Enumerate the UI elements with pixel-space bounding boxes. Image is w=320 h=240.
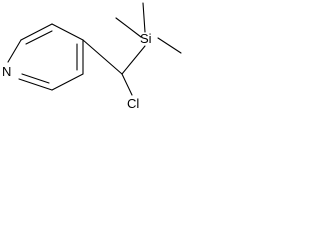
pyridine-ring xyxy=(7,23,84,91)
bond-si-methyl-left xyxy=(115,17,142,38)
chlorine-label: Cl xyxy=(127,96,139,111)
bond-c6-n xyxy=(18,78,53,91)
nitrogen-label: N xyxy=(2,64,11,79)
bond-ch-to-cl xyxy=(121,73,133,96)
structure-diagram: N Si Cl xyxy=(2,2,182,111)
double-bond-c2-c3 xyxy=(25,30,53,45)
silicon-label: Si xyxy=(140,31,152,46)
bond-si-methyl-top xyxy=(142,2,146,33)
double-bond-c6-n xyxy=(21,73,50,84)
bond-c3-c4 xyxy=(51,23,84,41)
bond-ch-to-si xyxy=(121,45,146,75)
bond-ring-to-ch xyxy=(82,39,123,75)
bond-n-c2 xyxy=(7,39,22,63)
bond-c2-c3 xyxy=(20,23,53,41)
bond-si-methyl-right xyxy=(157,37,182,54)
bond-c5-c6 xyxy=(51,73,84,91)
